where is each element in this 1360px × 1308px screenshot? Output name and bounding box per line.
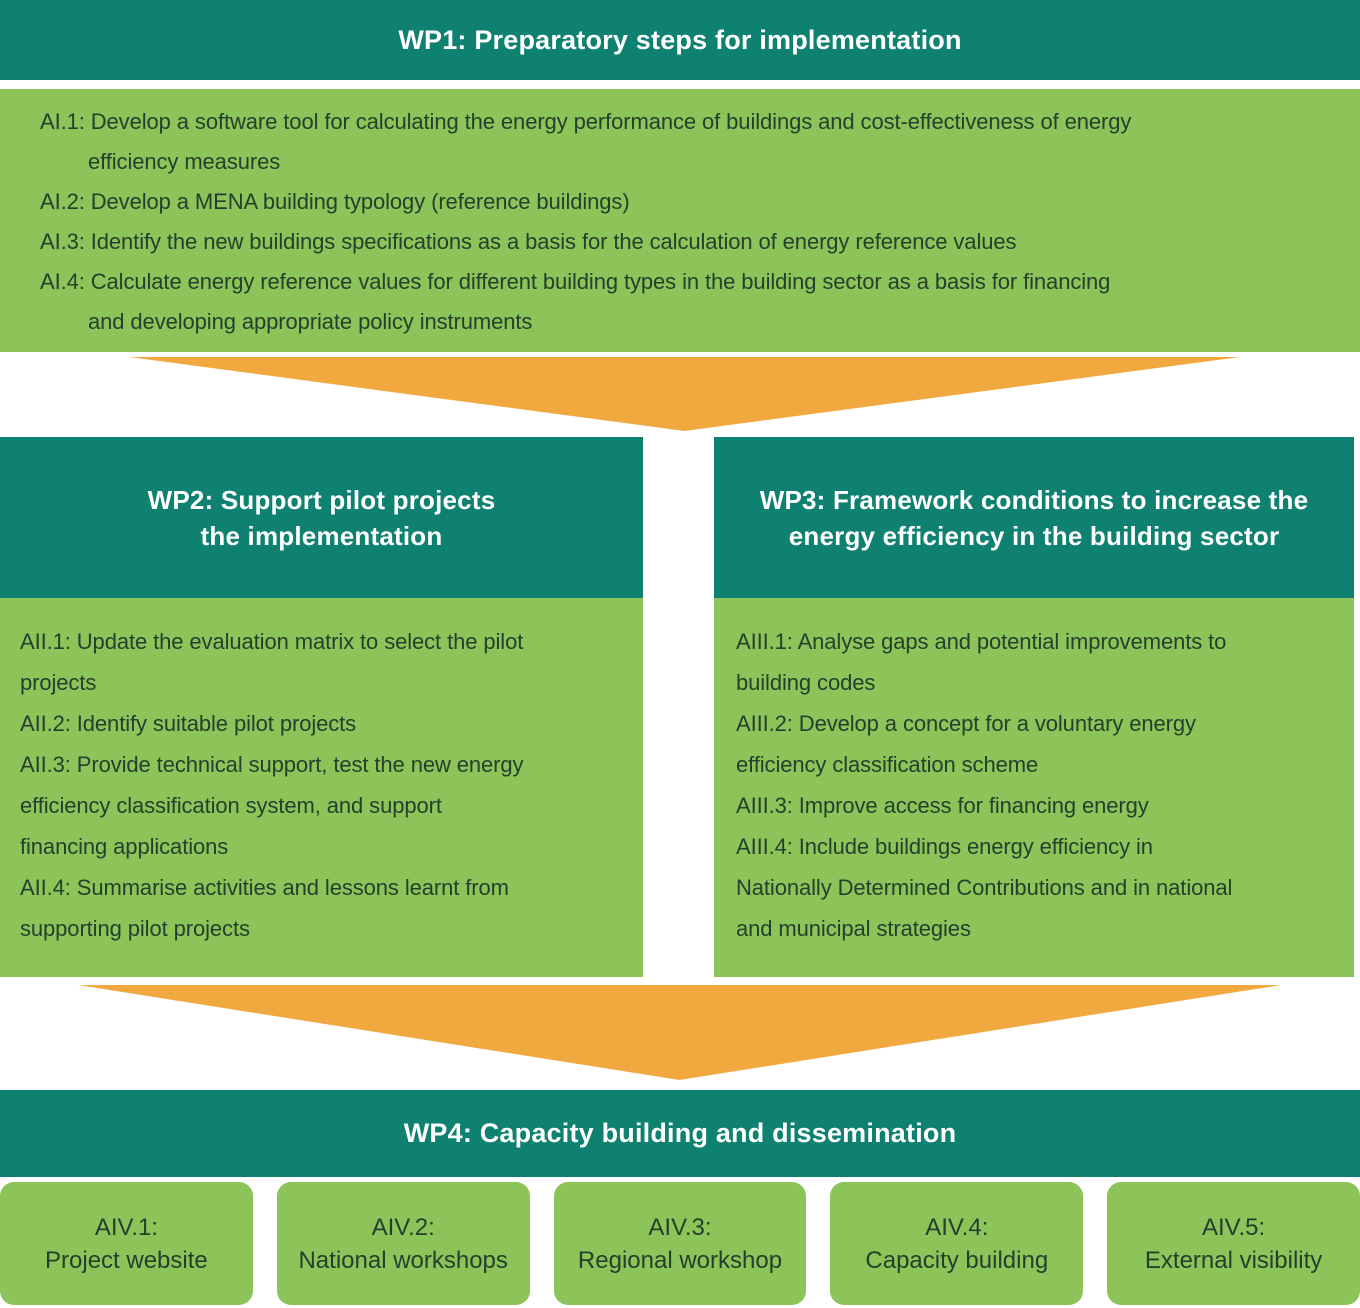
wp2-activities: AII.1: Update the evaluation matrix to s… bbox=[0, 598, 643, 977]
wp3-activity-line: AIII.2: Develop a concept for a voluntar… bbox=[736, 711, 1196, 736]
wp4-box-label: Capacity building bbox=[865, 1246, 1049, 1274]
wp1-activity-line: and developing appropriate policy instru… bbox=[88, 309, 533, 334]
wp3-activity-line: AIII.3: Improve access for financing ene… bbox=[736, 793, 1149, 818]
wp4-box-label: Regional workshop bbox=[577, 1246, 783, 1274]
wp2-activity-line: AII.2: Identify suitable pilot projects bbox=[20, 711, 357, 736]
wp4-box-code: AIV.4: bbox=[925, 1213, 989, 1241]
wp4-box-code: AIV.5: bbox=[1202, 1213, 1266, 1241]
wp3-activity-line: and municipal strategies bbox=[736, 916, 971, 941]
wp2-title-line: WP2: Support pilot projects bbox=[147, 484, 496, 515]
wp3-activity-line: Nationally Determined Contributions and … bbox=[736, 875, 1233, 900]
wp1-activity-line: AI.1: Develop a software tool for calcul… bbox=[40, 109, 1132, 134]
wp2-activity-line: efficiency classification system, and su… bbox=[20, 793, 442, 818]
wp1-title: WP1: Preparatory steps for implementatio… bbox=[398, 24, 962, 55]
wp3-activity-line: building codes bbox=[736, 670, 876, 695]
wp4-box-code: AIV.2: bbox=[371, 1213, 435, 1241]
wp2-activity-line: supporting pilot projects bbox=[20, 916, 250, 941]
wp4-box-code: AIV.3: bbox=[648, 1213, 712, 1241]
wp3-activity-line: AIII.4: Include buildings energy efficie… bbox=[736, 834, 1153, 859]
wp4-box-aiv2: AIV.2: National workshops bbox=[276, 1182, 530, 1305]
wp3-header: WP3: Framework conditions to increase th… bbox=[714, 437, 1354, 598]
wp3-title-line: energy efficiency in the building sector bbox=[788, 520, 1280, 551]
wp1-activities: AI.1: Develop a software tool for calcul… bbox=[0, 89, 1360, 352]
wp2-activity-line: AII.4: Summarise activities and lessons … bbox=[20, 875, 509, 900]
wp4-title: WP4: Capacity building and dissemination bbox=[403, 1118, 957, 1148]
wp3-activity-line: AIII.1: Analyse gaps and potential impro… bbox=[736, 629, 1227, 654]
wp4-box-label: Project website bbox=[45, 1246, 208, 1274]
wp4-header: WP4: Capacity building and dissemination bbox=[0, 1090, 1360, 1177]
wp1-activity-line: AI.2: Develop a MENA building typology (… bbox=[40, 189, 630, 214]
wp2-activity-line: projects bbox=[20, 670, 97, 695]
wp4-box-aiv4: AIV.4: Capacity building bbox=[830, 1182, 1084, 1305]
wp4-box-aiv3: AIV.3: Regional workshop bbox=[553, 1182, 807, 1305]
wp1-activity-line: AI.4: Calculate energy reference values … bbox=[40, 269, 1111, 294]
wp1-activity-line: AI.3: Identify the new buildings specifi… bbox=[40, 229, 1017, 254]
wp2-activity-line: financing applications bbox=[20, 834, 229, 859]
wp4-activity-boxes: AIV.1: Project website AIV.2: National w… bbox=[0, 1182, 1360, 1305]
wp3-activity-line: efficiency classification scheme bbox=[736, 752, 1039, 777]
wp4-box-label: External visibility bbox=[1144, 1246, 1323, 1274]
down-arrow-icon bbox=[78, 985, 1281, 1080]
wp3-title-line: WP3: Framework conditions to increase th… bbox=[759, 484, 1309, 515]
wp1-activity-line: efficiency measures bbox=[88, 149, 281, 174]
wp4-box-aiv5: AIV.5: External visibility bbox=[1107, 1182, 1360, 1305]
wp4-box-code: AIV.1: bbox=[94, 1213, 158, 1241]
down-arrow-icon bbox=[129, 357, 1240, 431]
wp4-box-aiv1: AIV.1: Project website bbox=[0, 1182, 253, 1305]
wp1-header: WP1: Preparatory steps for implementatio… bbox=[0, 0, 1360, 80]
wp2-activity-line: AII.1: Update the evaluation matrix to s… bbox=[20, 629, 524, 654]
wp2-header: WP2: Support pilot projects the implemen… bbox=[0, 437, 643, 598]
wp4-box-label: National workshops bbox=[298, 1246, 508, 1274]
wp2-title-line: the implementation bbox=[200, 520, 443, 551]
wp2-activity-line: AII.3: Provide technical support, test t… bbox=[20, 752, 524, 777]
wp3-activities: AIII.1: Analyse gaps and potential impro… bbox=[714, 598, 1354, 977]
